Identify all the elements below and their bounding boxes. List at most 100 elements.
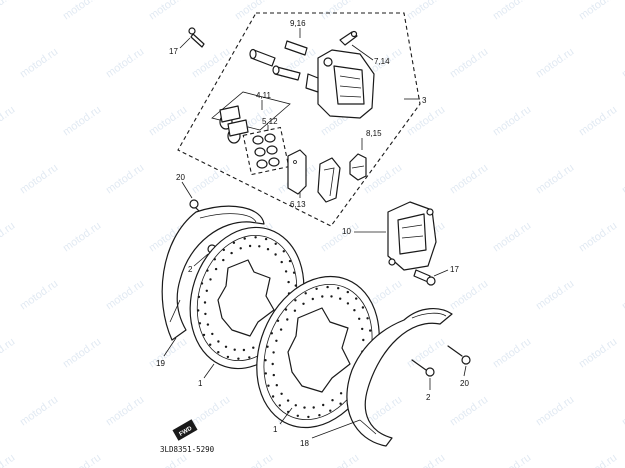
watermark-text: motod.ru [18, 394, 60, 429]
disc-drill-hole [224, 345, 228, 348]
disc-drill-hole [237, 357, 240, 360]
label-4-11: 4,11 [256, 91, 272, 100]
watermark-text: motod.ru [190, 394, 232, 429]
disc-drill-hole [326, 285, 329, 289]
watermark-text: motod.ru [190, 46, 232, 81]
bolt-17-lower [413, 269, 449, 286]
caliper-body-top [305, 49, 375, 119]
disc-drill-hole [358, 317, 361, 320]
disc-drill-hole [353, 309, 356, 312]
watermark-text: motod.ru [491, 104, 533, 139]
pins-9-16 [249, 28, 308, 81]
pistons-4-11 [211, 91, 291, 144]
disc-drill-hole [233, 348, 236, 351]
disc-drill-hole [264, 372, 267, 375]
disc-drill-hole [222, 248, 225, 252]
disc-drill-hole [272, 373, 275, 377]
disc-drill-hole [339, 402, 342, 405]
disc-drill-hole [248, 356, 251, 359]
watermark-text: motod.ru [448, 394, 490, 429]
dashed-assembly-outline [177, 12, 421, 227]
brake-pads-6-13 [287, 149, 341, 203]
disc-drill-hole [270, 332, 273, 335]
disc-drill-hole [252, 346, 255, 349]
seals-5-12 [242, 125, 290, 176]
label-17-lower: 17 [450, 265, 459, 274]
disc-drill-hole [302, 302, 305, 305]
watermark-text: motod.ru [448, 162, 490, 197]
watermark-text: motod.ru [104, 278, 146, 313]
disc-drill-hole [280, 260, 283, 264]
disc-drill-hole [337, 287, 340, 290]
watermark-text: motod.ru [104, 46, 146, 81]
disc-drill-hole [286, 399, 290, 402]
disc-drill-hole [366, 317, 369, 320]
watermark-text: motod.ru [491, 452, 533, 468]
disc-drill-hole [280, 392, 283, 395]
label-20-right: 20 [460, 379, 469, 388]
drawing-code: 3LD8351-5290 [160, 445, 215, 454]
watermark-text: motod.ru [61, 104, 103, 139]
disc-drill-hole [288, 259, 292, 263]
disc-drill-hole [294, 404, 297, 407]
label-5-12: 5,12 [262, 117, 278, 126]
disc-drill-hole [322, 403, 325, 407]
watermark-text: motod.ru [319, 220, 361, 255]
label-7-14: 7,14 [374, 57, 390, 66]
disc-drill-hole [271, 362, 274, 366]
disc-drill-hole [217, 351, 220, 354]
watermark-text: motod.ru [0, 336, 17, 371]
disc-drill-hole [226, 355, 230, 359]
disc-drill-hole [276, 319, 280, 322]
disc-drill-hole [346, 290, 349, 294]
watermark-text: motod.ru [104, 162, 146, 197]
watermark-text: motod.ru [319, 0, 361, 22]
caliper-assembly-box [177, 12, 421, 227]
watermark-text: motod.ru [448, 46, 490, 81]
disc-drill-hole [239, 247, 242, 250]
disc-drill-hole [361, 306, 365, 309]
watermark-text: motod.ru [534, 162, 576, 197]
disc-drill-hole [202, 333, 206, 337]
disc-drill-hole [275, 339, 278, 342]
caliper-10-lower [354, 201, 437, 271]
disc-drill-hole [294, 299, 297, 302]
disc-drill-hole [206, 269, 209, 272]
disc-drill-hole [296, 414, 299, 417]
watermark-text: motod.ru [61, 452, 103, 468]
disc-drill-hole [284, 270, 288, 273]
disc-drill-hole [304, 292, 307, 295]
watermark-text: motod.ru [534, 278, 576, 313]
disc-drill-hole [205, 289, 208, 292]
disc-drill-hole [321, 295, 324, 298]
disc-drill-hole [294, 284, 297, 287]
label-10: 10 [342, 227, 351, 236]
disc-drill-hole [217, 340, 220, 343]
disc-drill-hole [292, 271, 296, 274]
watermark-text: motod.ru [0, 104, 17, 139]
watermark-text: motod.ru [104, 394, 146, 429]
label-2-right: 2 [426, 393, 431, 402]
watermark-text: motod.ru [620, 162, 625, 197]
disc-drill-hole [307, 415, 310, 419]
disc-drill-hole [287, 280, 290, 284]
disc-drill-hole [242, 348, 246, 352]
label-3: 3 [422, 96, 427, 105]
bolt-2-right [411, 359, 435, 390]
disc-drill-hole [293, 309, 297, 312]
watermark-text: motod.ru [61, 0, 103, 22]
bleeder-7-14 [339, 30, 374, 61]
label-20-left: 20 [176, 173, 185, 182]
label-1-right: 1 [273, 425, 278, 434]
bolt-20-right [447, 345, 471, 377]
watermark-text: motod.ru [577, 452, 619, 468]
watermark-text: motod.ru [61, 336, 103, 371]
disc-drill-hole [254, 236, 257, 239]
disc-drill-hole [200, 282, 204, 285]
watermark-text: motod.ru [18, 46, 60, 81]
disc-drill-hole [198, 322, 202, 325]
disc-drill-hole [274, 253, 277, 256]
watermark-text: motod.ru [0, 0, 17, 22]
disc-drill-hole [286, 318, 289, 321]
watermark-text: motod.ru [577, 220, 619, 255]
